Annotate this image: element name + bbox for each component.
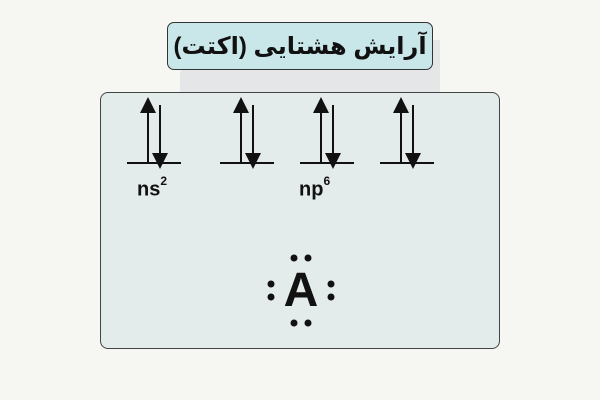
- dot-bottom-2: [304, 319, 312, 327]
- dot-bottom-1: [290, 319, 298, 327]
- dot-right-1: [327, 280, 335, 288]
- p-sublevel-label: np6: [299, 174, 331, 202]
- lewis-element-symbol: A: [283, 264, 319, 317]
- s-label-text: ns: [137, 178, 161, 201]
- page-title: آرایش هشتایی (اکتت): [173, 32, 427, 60]
- s-sublevel-label: ns2: [137, 174, 168, 202]
- dot-left-2: [267, 293, 275, 301]
- title-box: آرایش هشتایی (اکتت): [167, 22, 433, 70]
- dot-top-2: [304, 254, 312, 262]
- orbital-diagram: [127, 97, 434, 169]
- lewis-dots: [267, 254, 335, 327]
- s-label-superscript: 2: [160, 174, 168, 188]
- dot-left-1: [267, 280, 275, 288]
- lewis-structure: A: [241, 253, 361, 333]
- content-panel: ns2 np6 A: [100, 92, 500, 349]
- p-label-text: np: [299, 178, 324, 201]
- dot-top-1: [290, 254, 298, 262]
- p-label-superscript: 6: [323, 174, 331, 188]
- dot-right-2: [327, 293, 335, 301]
